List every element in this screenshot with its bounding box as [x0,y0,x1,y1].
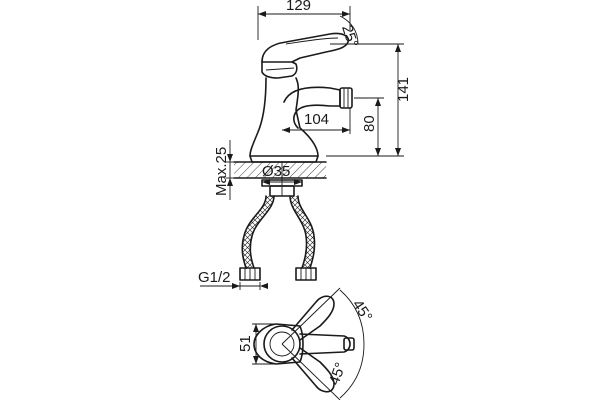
dimension-thread: G1/2 [198,269,268,290]
handle-cap [261,61,298,79]
lever-handle [261,32,350,63]
label-45-lower: 45° [326,360,350,387]
label-45-upper: 45° [349,297,376,325]
label-141: 141 [395,77,412,102]
top-view-lever-lower [291,347,335,393]
countertop-section [234,162,326,178]
label-51: 51 [237,335,254,352]
dimension-129: 129 [257,0,351,40]
label-129: 129 [286,0,311,14]
dimension-80: 80 [354,97,384,156]
label-25-deg: 25° [338,23,361,50]
top-view-cap [263,325,301,363]
angle-45-lower: 45° [281,343,365,400]
handle-cap-ring [265,67,295,71]
side-view [233,32,353,281]
spout [283,86,341,129]
label-80: 80 [361,115,378,132]
label-diameter-35: Ø35 [262,163,290,180]
dimension-104: 104 [282,108,351,134]
label-max-25: Max.25 [213,147,230,196]
label-g-1-2: G1/2 [198,269,231,286]
top-view [253,295,355,393]
base-flange [249,155,319,163]
flexible-hoses [241,195,316,270]
label-104: 104 [304,111,329,128]
dimension-51: 51 [237,323,276,365]
dimension-max-25: Max.25 [213,140,234,200]
lever-detail [285,37,339,45]
aerator-nozzle [339,87,353,109]
top-view-lever-upper [291,295,335,341]
top-view-lever-center [299,333,351,355]
dimension-141: 141 [326,43,412,157]
dimension-diameter-35: Ø35 [262,163,302,185]
angle-25-top: 25° [338,15,361,50]
top-view-body [253,323,304,365]
